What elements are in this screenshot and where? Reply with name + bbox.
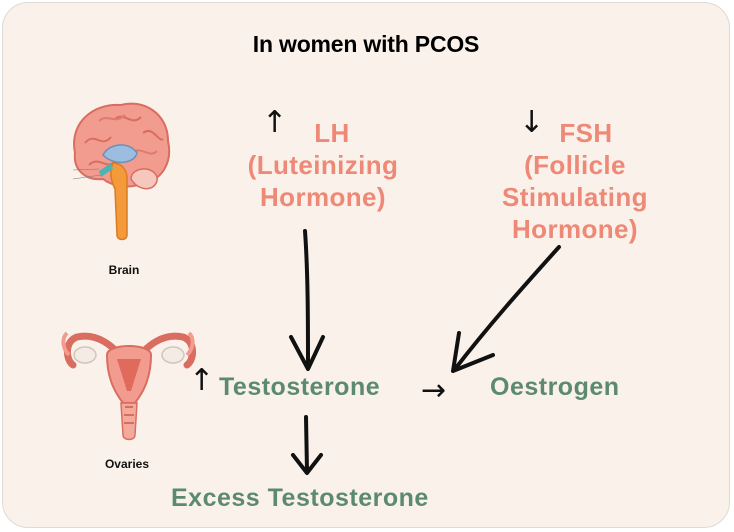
fsh-line-2: (Follicle (524, 150, 626, 180)
testosterone-to-excess-arrow (304, 415, 309, 473)
fsh-decrease-arrow: ↓ (519, 105, 545, 140)
lh-label: LH (Luteinizing Hormone) (233, 117, 413, 213)
testosterone-increase-arrow: ↑ (189, 363, 215, 398)
fsh-line-4: Hormone) (512, 214, 638, 244)
fsh-label: FSH (Follicle Stimulating Hormone) (485, 117, 665, 245)
lh-line-1: LH (314, 118, 350, 148)
oestrogen-label: Oestrogen (490, 373, 620, 401)
ovaries-caption: Ovaries (104, 457, 150, 471)
fsh-to-oestrogen-arrow (453, 245, 561, 371)
lh-line-3: Hormone) (260, 182, 386, 212)
conversion-arrow: → (421, 373, 447, 408)
fsh-line-3: Stimulating (502, 182, 648, 212)
lh-increase-arrow: ↑ (262, 105, 288, 140)
brain-caption: Brain (108, 263, 140, 277)
testosterone-label: Testosterone (219, 373, 381, 401)
diagram-title: In women with PCOS (252, 31, 480, 57)
fsh-line-1: FSH (559, 118, 613, 148)
lh-line-2: (Luteinizing (247, 150, 399, 180)
lh-to-testosterone-arrow (303, 229, 310, 369)
excess-testosterone-label: Excess Testosterone (171, 484, 429, 512)
